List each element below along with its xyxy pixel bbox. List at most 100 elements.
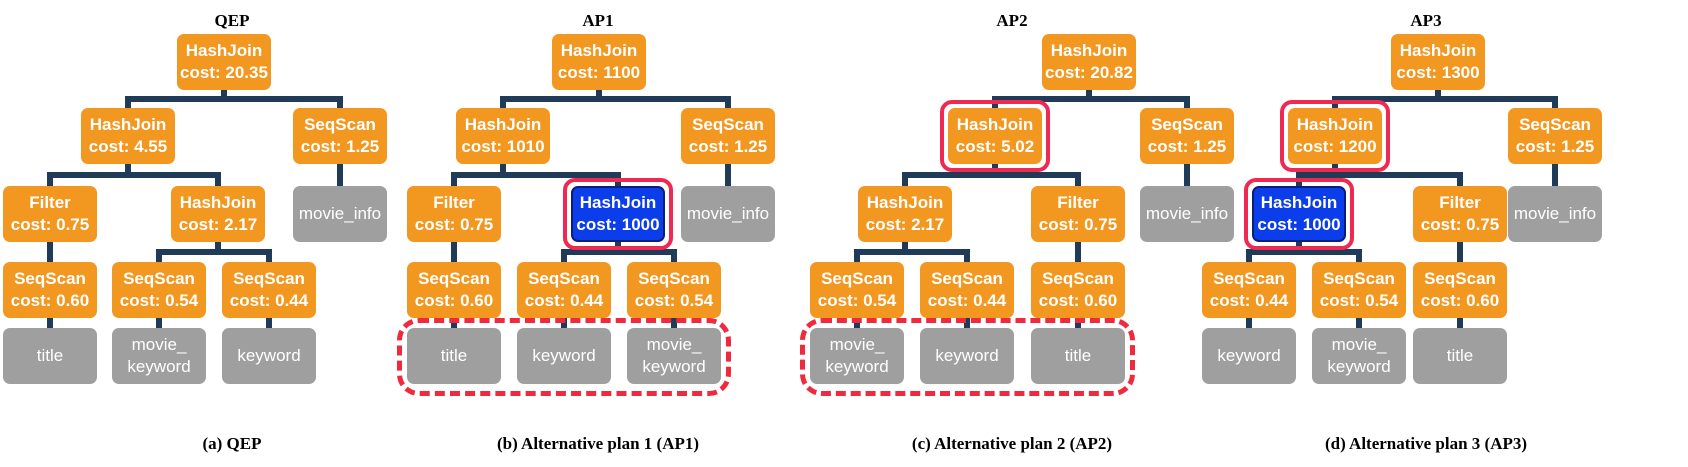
operator-name: SeqScan xyxy=(821,269,893,288)
panel-caption: (a) QEP xyxy=(202,434,262,453)
table-name: movie_info xyxy=(686,204,770,223)
operator-node: HashJoin cost: 1000 xyxy=(1252,186,1346,242)
table-node: title xyxy=(407,328,501,384)
changed-node-highlight xyxy=(1244,178,1354,250)
operator-cost: cost: 0.44 xyxy=(927,291,1007,310)
operator-cost: cost: 1.25 xyxy=(688,137,768,156)
operator-node: SeqScan cost: 0.44 xyxy=(222,262,316,318)
operator-name: SeqScan xyxy=(931,269,1003,288)
table-node: keyword xyxy=(222,328,316,384)
operator-name: HashJoin xyxy=(579,193,657,212)
operator-node: SeqScan cost: 0.54 xyxy=(112,262,206,318)
operator-cost: cost: 1000 xyxy=(1257,215,1341,234)
operator-name: SeqScan xyxy=(692,115,764,134)
changed-node-highlight xyxy=(563,178,673,250)
table-name: movie_info xyxy=(1513,204,1597,223)
table-node: keyword xyxy=(1202,328,1296,384)
operator-node: HashJoin cost: 1000 xyxy=(571,186,665,242)
operator-name: SeqScan xyxy=(1042,269,1114,288)
operator-cost: cost: 0.44 xyxy=(524,291,604,310)
operator-name: Filter xyxy=(433,193,475,212)
operator-cost: cost: 5.02 xyxy=(955,137,1035,156)
operator-name: HashJoin xyxy=(1050,41,1128,60)
operator-cost: cost: 0.75 xyxy=(10,215,90,234)
operator-name: SeqScan xyxy=(14,269,86,288)
operator-name: SeqScan xyxy=(233,269,305,288)
operator-cost: cost: 2.17 xyxy=(178,215,258,234)
operator-name: SeqScan xyxy=(638,269,710,288)
operator-node: SeqScan cost: 0.60 xyxy=(3,262,97,318)
operator-cost: cost: 1100 xyxy=(557,63,641,82)
changed-node-highlight xyxy=(1280,100,1390,172)
table-node: movie_ keyword xyxy=(810,328,904,384)
table-name: title xyxy=(36,346,64,365)
operator-node: SeqScan cost: 0.60 xyxy=(1031,262,1125,318)
operator-name: HashJoin xyxy=(89,115,167,134)
operator-name: SeqScan xyxy=(418,269,490,288)
operator-node: SeqScan cost: 1.25 xyxy=(681,108,775,164)
table-node: title xyxy=(1413,328,1507,384)
panel-title: AP3 xyxy=(1410,11,1442,30)
panel-caption: (c) Alternative plan 2 (AP2) xyxy=(911,434,1113,453)
operator-cost: cost: 20.35 xyxy=(180,63,268,82)
operator-cost: cost: 1000 xyxy=(576,215,660,234)
panel-caption: (b) Alternative plan 1 (AP1) xyxy=(496,434,700,453)
panel-title: AP1 xyxy=(582,11,614,30)
table-name: keyword xyxy=(532,346,596,365)
changed-node-highlight xyxy=(940,100,1050,172)
operator-cost: cost: 0.54 xyxy=(817,291,897,310)
table-node: movie_ keyword xyxy=(627,328,721,384)
table-node: movie_info xyxy=(681,186,775,242)
operator-cost: cost: 0.54 xyxy=(119,291,199,310)
table-node: movie_ keyword xyxy=(112,328,206,384)
panel-title: AP2 xyxy=(996,11,1028,30)
operator-name: HashJoin xyxy=(1260,193,1338,212)
operator-cost: cost: 0.44 xyxy=(229,291,309,310)
panel-caption: (d) Alternative plan 3 (AP3) xyxy=(1324,434,1528,453)
operator-cost: cost: 0.60 xyxy=(1038,291,1118,310)
operator-name: SeqScan xyxy=(123,269,195,288)
operator-node: HashJoin cost: 4.55 xyxy=(81,108,175,164)
operator-name: SeqScan xyxy=(1213,269,1285,288)
operator-name: Filter xyxy=(1057,193,1099,212)
operator-cost: cost: 1010 xyxy=(461,137,545,156)
table-name: title xyxy=(440,346,468,365)
table-node: keyword xyxy=(920,328,1014,384)
table-node: movie_info xyxy=(1140,186,1234,242)
operator-node: SeqScan cost: 0.44 xyxy=(920,262,1014,318)
operator-cost: cost: 1200 xyxy=(1293,137,1377,156)
table-name: movie_ keyword xyxy=(642,335,706,376)
table-name: keyword xyxy=(935,346,999,365)
table-node: movie_ keyword xyxy=(1312,328,1406,384)
operator-node: SeqScan cost: 0.54 xyxy=(810,262,904,318)
operator-cost: cost: 0.60 xyxy=(10,291,90,310)
operator-cost: cost: 0.75 xyxy=(1420,215,1500,234)
operator-cost: cost: 0.75 xyxy=(414,215,494,234)
operator-name: Filter xyxy=(29,193,71,212)
operator-cost: cost: 1300 xyxy=(1396,63,1480,82)
operator-cost: cost: 4.55 xyxy=(88,137,168,156)
table-name: movie_info xyxy=(298,204,382,223)
operator-node: Filter cost: 0.75 xyxy=(407,186,501,242)
join-order-highlight xyxy=(800,318,1135,396)
panel-title: QEP xyxy=(214,11,250,30)
operator-name: HashJoin xyxy=(560,41,638,60)
operator-cost: cost: 0.54 xyxy=(1319,291,1399,310)
operator-name: SeqScan xyxy=(1519,115,1591,134)
table-name: title xyxy=(1064,346,1092,365)
